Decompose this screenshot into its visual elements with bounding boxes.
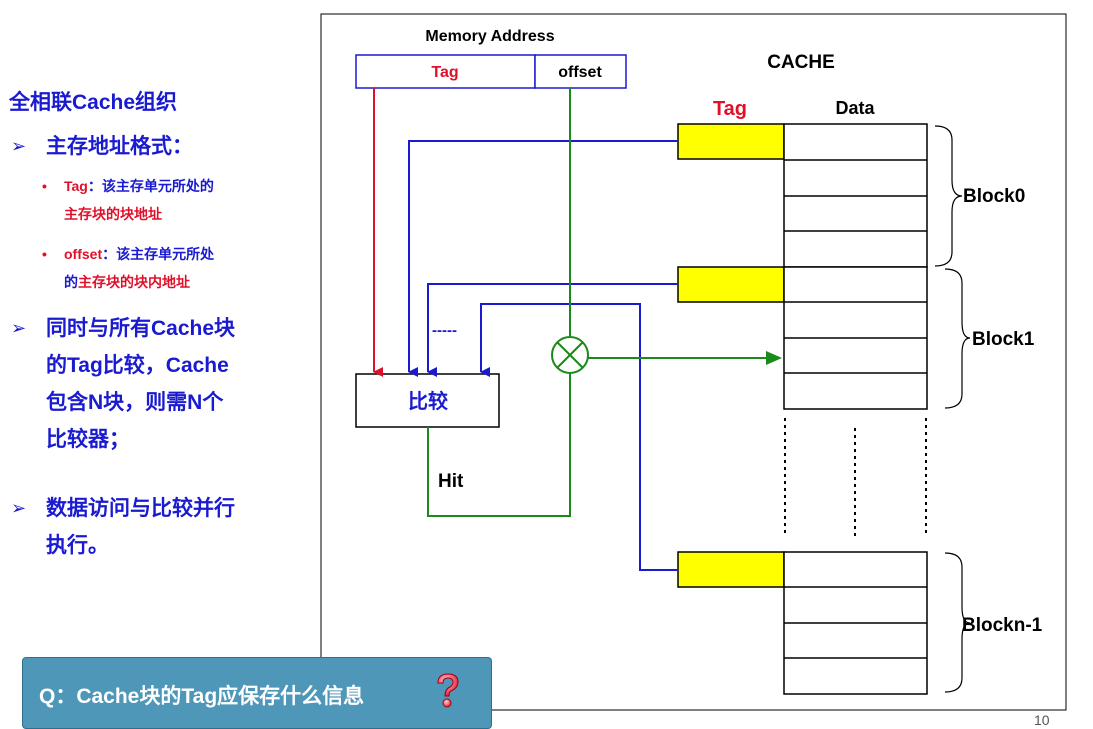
comparator-box (355, 373, 500, 428)
bullet-address-format: ➢ 主存地址格式： (9, 128, 279, 165)
arrow-bullet-icon: ➢ (11, 318, 27, 338)
sub-bullet-tag: • Tag：该主存单元所处的 主存块的块地址 (42, 172, 282, 228)
hit-line (427, 373, 571, 517)
cache-block-0 (677, 123, 928, 268)
block-label: Blockn-1 (962, 615, 1043, 636)
cache-block-n-1 (677, 551, 928, 695)
question-box: Q：Cache块的Tag应保存什么信息 (22, 657, 492, 729)
question-mark-icon (433, 672, 463, 715)
brace-block-0 (934, 125, 963, 267)
bullet3-line: 数据访问与比较并行 (46, 497, 235, 520)
cache-label: CACHE (767, 52, 835, 73)
address-offset-field (534, 54, 627, 89)
cache-tag-header: Tag (713, 98, 747, 120)
address-offset-label: offset (558, 64, 602, 81)
sub-bullet-offset: • offset：该主存单元所处 的主存块的块内地址 (42, 240, 282, 296)
dot-bullet-icon: • (42, 246, 47, 262)
block-label: Block1 (972, 329, 1035, 350)
tag-term: Tag (64, 178, 88, 194)
bullet-parallel-compare: ➢ 同时与所有Cache块 的Tag比较，Cache 包含N块，则需N个 比较器… (9, 310, 279, 458)
hit-label: Hit (438, 471, 464, 492)
cache-block-1 (677, 266, 928, 410)
question-text: Q：Cache块的Tag应保存什么信息 (39, 685, 365, 708)
tag-cell (677, 266, 785, 303)
bullet-data-access: ➢ 数据访问与比较并行 执行。 (9, 490, 279, 564)
offset-desc-line2b: 主存块的块内地址 (78, 274, 190, 290)
offset-desc: ：该主存单元所处 (102, 246, 215, 262)
blockn-tag-line (480, 303, 678, 571)
tag-desc-line2: 主存块的块地址 (64, 206, 162, 222)
diagram-frame (320, 13, 1067, 711)
block1-tag-line (427, 283, 678, 377)
block-label: Block0 (963, 186, 1025, 207)
bullet-text: 主存地址格式： (46, 135, 193, 158)
memory-address-label: Memory Address (425, 28, 554, 45)
brace-block-n-1 (944, 552, 971, 693)
tag-cell (677, 551, 785, 588)
ellipsis-dotted-lines (784, 418, 927, 536)
bullet3-line: 执行。 (46, 534, 109, 557)
select-gate-icon (551, 336, 589, 374)
page-number: 10 (1034, 712, 1050, 728)
arrow-bullet-icon: ➢ (11, 136, 27, 156)
tag-cell (677, 123, 785, 160)
bullet2-line: 包含N块，则需N个 (46, 391, 224, 414)
section-title: 全相联Cache组织 (9, 91, 178, 114)
more-comparisons-dots: ----- (432, 322, 457, 339)
block0-tag-line (408, 140, 678, 377)
data-select-arrowhead (766, 351, 782, 365)
arrow-bullet-icon: ➢ (11, 498, 27, 518)
offset-desc-line2a: 的 (64, 274, 78, 290)
bullet2-line: 的Tag比较，Cache (46, 354, 229, 377)
offset-term: offset (64, 246, 103, 262)
cache-data-header: Data (835, 98, 875, 118)
bullet2-line: 同时与所有Cache块 (46, 317, 236, 340)
address-tag-field (355, 54, 536, 89)
brace-block-1 (944, 268, 971, 409)
address-tag-label: Tag (431, 64, 458, 81)
left-text-panel: 全相联Cache组织 ➢ 主存地址格式： • Tag：该主存单元所处的 主存块的… (0, 0, 300, 640)
dot-bullet-icon: • (42, 178, 47, 194)
comparator-label: 比较 (408, 389, 448, 413)
tag-desc: ：该主存单元所处的 (87, 178, 214, 194)
bullet2-line: 比较器； (46, 428, 130, 451)
